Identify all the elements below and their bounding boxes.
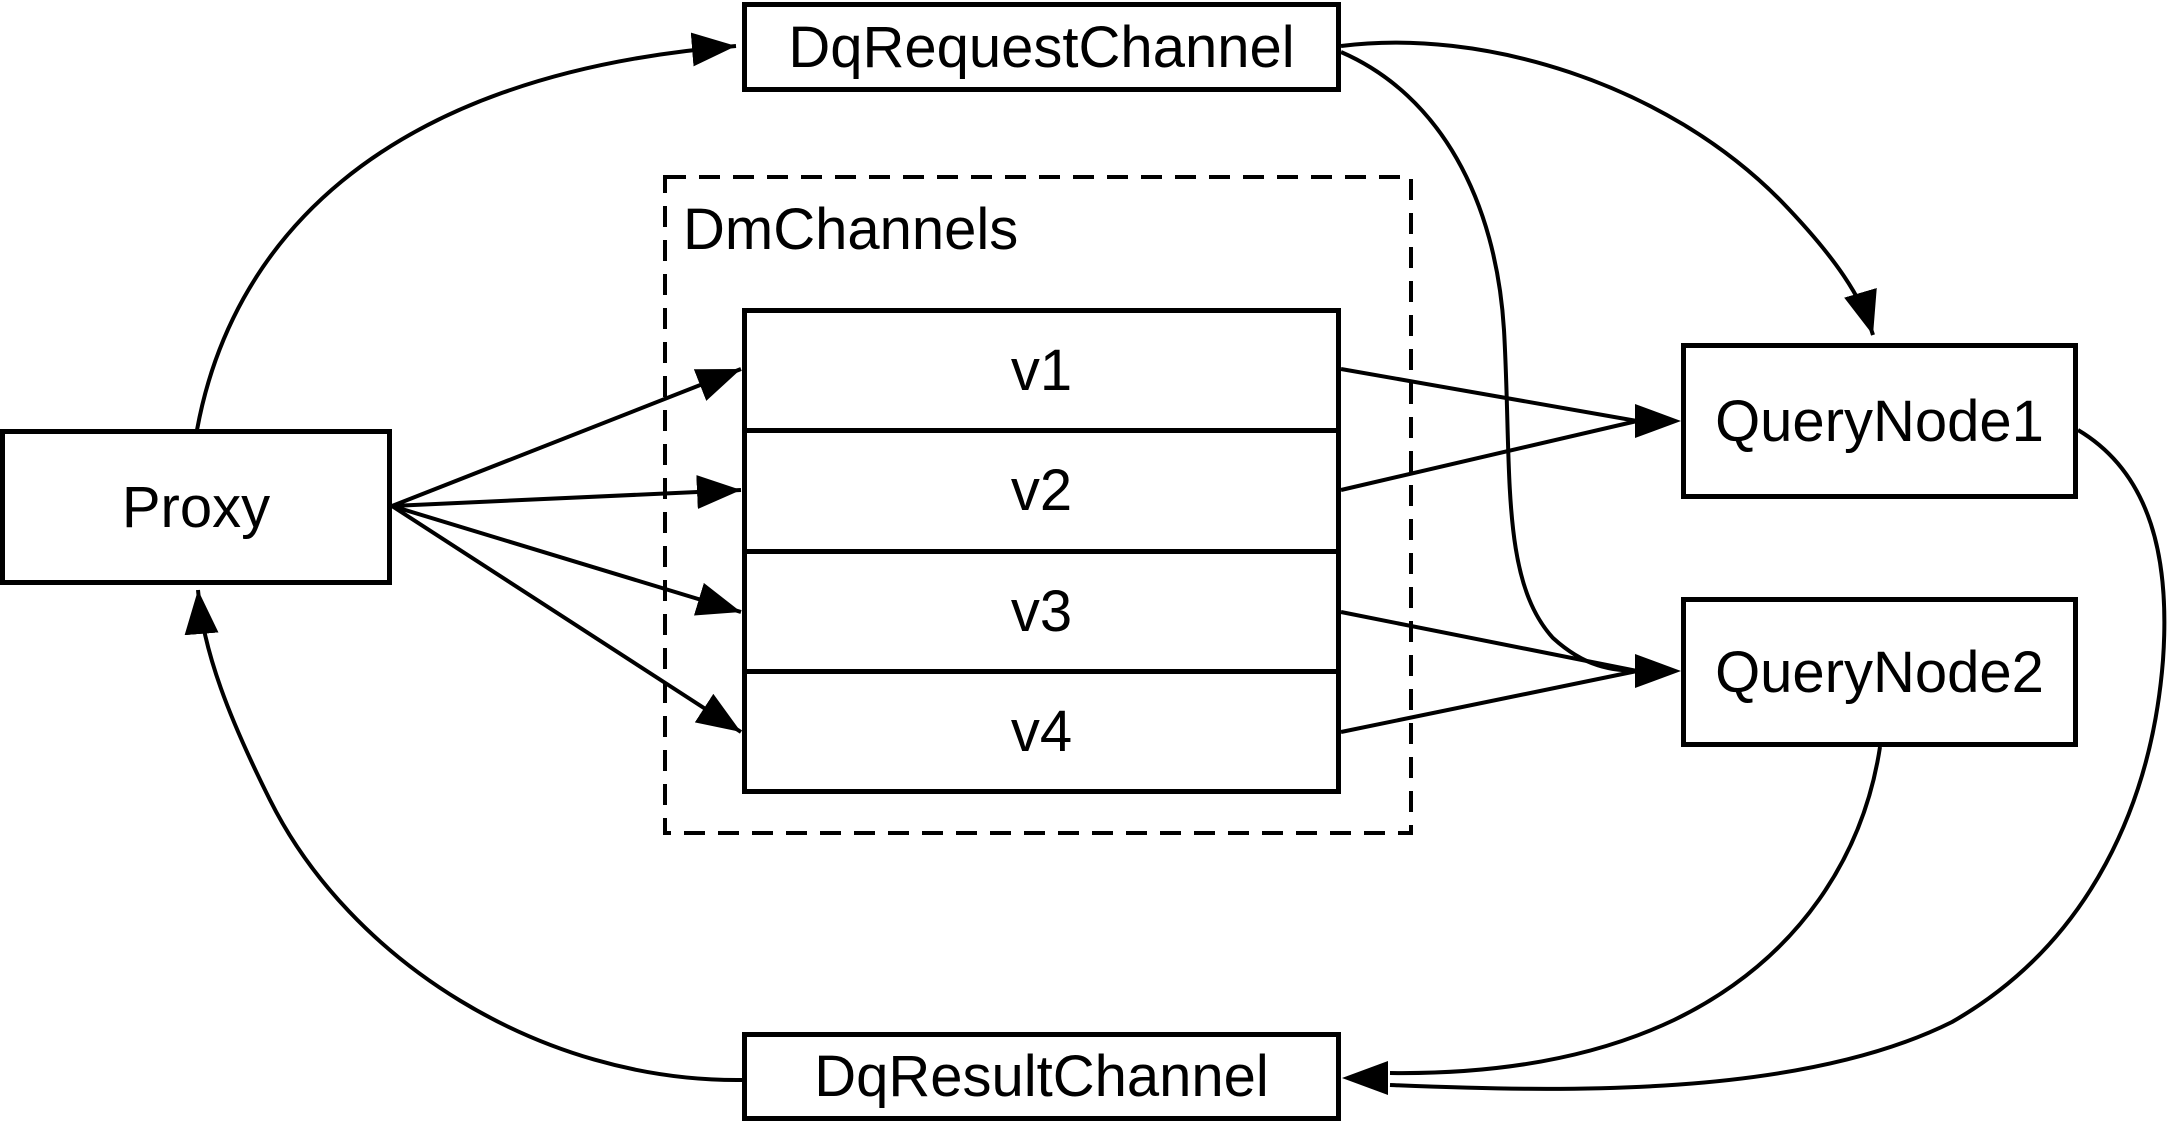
edge-v1-to-query-node-1 (1340, 367, 1638, 423)
dm-channels-group-label: DmChannels (683, 197, 1019, 262)
node-query-node-1-label: QueryNode1 (1715, 388, 2044, 454)
edge-query-node-2-to-dq-result-channel (1389, 746, 1882, 1076)
edge-v3-to-query-node-2 (1340, 610, 1638, 673)
edge-v2-to-query-node-1 (1340, 419, 1638, 492)
node-proxy: Proxy (0, 429, 392, 585)
node-dq-result-channel: DqResultChannel (742, 1032, 1341, 1121)
edge-v4-to-query-node-2 (1340, 669, 1638, 734)
dm-channel-row-v4-label: v4 (1010, 698, 1073, 764)
edge-proxy-to-dq-request-channel (195, 32, 737, 431)
dm-channels-table: v1 v2 v3 v4 (742, 308, 1341, 794)
dm-channel-row-v3-label: v3 (1010, 578, 1073, 644)
edge-dq-request-channel-to-query-node-2 (1340, 50, 1638, 673)
dm-channel-row-v3: v3 (747, 554, 1336, 674)
dm-channel-row-v2-label: v2 (1010, 458, 1073, 524)
edge-proxy-to-v3 (391, 504, 742, 616)
edge-proxy-to-v4 (390, 504, 743, 734)
dm-channel-row-v4: v4 (747, 674, 1336, 789)
edge-dq-result-channel-to-proxy (184, 589, 743, 1083)
node-dq-result-channel-label: DqResultChannel (814, 1044, 1269, 1109)
edge-dq-request-channel-to-query-node-1 (1340, 40, 1877, 336)
dm-channel-row-v1: v1 (747, 313, 1336, 434)
arrowhead-into-dq-result-channel (1342, 1061, 1388, 1095)
edge-proxy-to-v1 (391, 367, 742, 508)
node-proxy-label: Proxy (121, 474, 271, 540)
node-query-node-2: QueryNode2 (1681, 597, 2078, 747)
node-dq-request-channel: DqRequestChannel (742, 2, 1341, 92)
node-dq-request-channel-label: DqRequestChannel (788, 14, 1295, 80)
edge-query-node-1-to-dq-result-channel (1389, 428, 2167, 1091)
dm-channels-group-border (663, 175, 1413, 835)
node-query-node-2-label: QueryNode2 (1715, 639, 2044, 705)
dm-channel-row-v2: v2 (747, 433, 1336, 554)
arrowhead-into-query-node-2 (1635, 654, 1681, 688)
edge-proxy-to-v2 (391, 475, 742, 509)
dm-channel-row-v1-label: v1 (1010, 338, 1073, 404)
arrowhead-into-query-node-1 (1635, 404, 1681, 438)
node-query-node-1: QueryNode1 (1681, 343, 2078, 499)
